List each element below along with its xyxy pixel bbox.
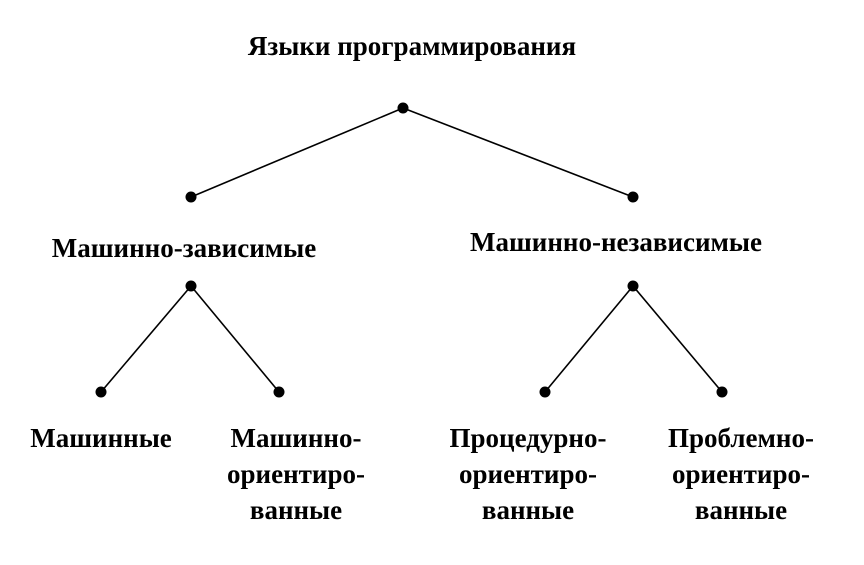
node-dot-machine-dependent-bottom — [185, 280, 197, 292]
node-dot-root — [397, 102, 409, 114]
edge-machine-dependent-to-machine-oriented — [190, 285, 280, 393]
root-label: Языки программирования — [248, 28, 576, 64]
edge-machine-dependent-to-machine — [100, 285, 192, 393]
node-dot-machine-oriented — [273, 386, 285, 398]
machine-oriented-line-3: ванные — [249, 495, 343, 525]
node-dot-procedure-oriented — [539, 386, 551, 398]
machine-dependent-label-text: Машинно-зависимые — [51, 233, 317, 263]
machine-oriented-line-2: ориентиро- — [227, 459, 365, 489]
machine-dependent-label: Машинно-зависимые — [52, 230, 316, 266]
node-dot-machine-dependent-top — [185, 191, 197, 203]
problem-oriented-line-2: ориентиро- — [672, 459, 810, 489]
machine-independent-label: Машинно-независимые — [470, 224, 762, 260]
edge-root-to-machine-independent — [402, 107, 634, 198]
node-dot-problem-oriented — [716, 386, 728, 398]
problem-oriented-label: Проблемно- ориентиро- ванные — [668, 420, 814, 528]
machine-label-text: Машинные — [30, 423, 172, 453]
machine-oriented-line-1: Машинно- — [230, 423, 362, 453]
node-dot-machine-independent-top — [627, 191, 639, 203]
procedure-oriented-line-3: ванные — [481, 495, 575, 525]
node-dot-machine — [95, 386, 107, 398]
machine-label: Машинные — [30, 420, 172, 456]
root-label-text: Языки программирования — [247, 31, 577, 61]
edge-root-to-machine-dependent — [190, 107, 404, 198]
edge-machine-independent-to-procedure-oriented — [544, 285, 634, 393]
machine-independent-label-text: Машинно-независимые — [470, 227, 762, 257]
procedure-oriented-line-2: ориентиро- — [459, 459, 597, 489]
node-dot-machine-independent-bottom — [627, 280, 639, 292]
problem-oriented-line-1: Проблемно- — [668, 423, 814, 453]
procedure-oriented-line-1: Процедурно- — [449, 423, 607, 453]
problem-oriented-line-3: ванные — [694, 495, 788, 525]
machine-oriented-label: Машинно- ориентиро- ванные — [227, 420, 365, 528]
edge-machine-independent-to-problem-oriented — [632, 285, 723, 393]
procedure-oriented-label: Процедурно- ориентиро- ванные — [450, 420, 607, 528]
